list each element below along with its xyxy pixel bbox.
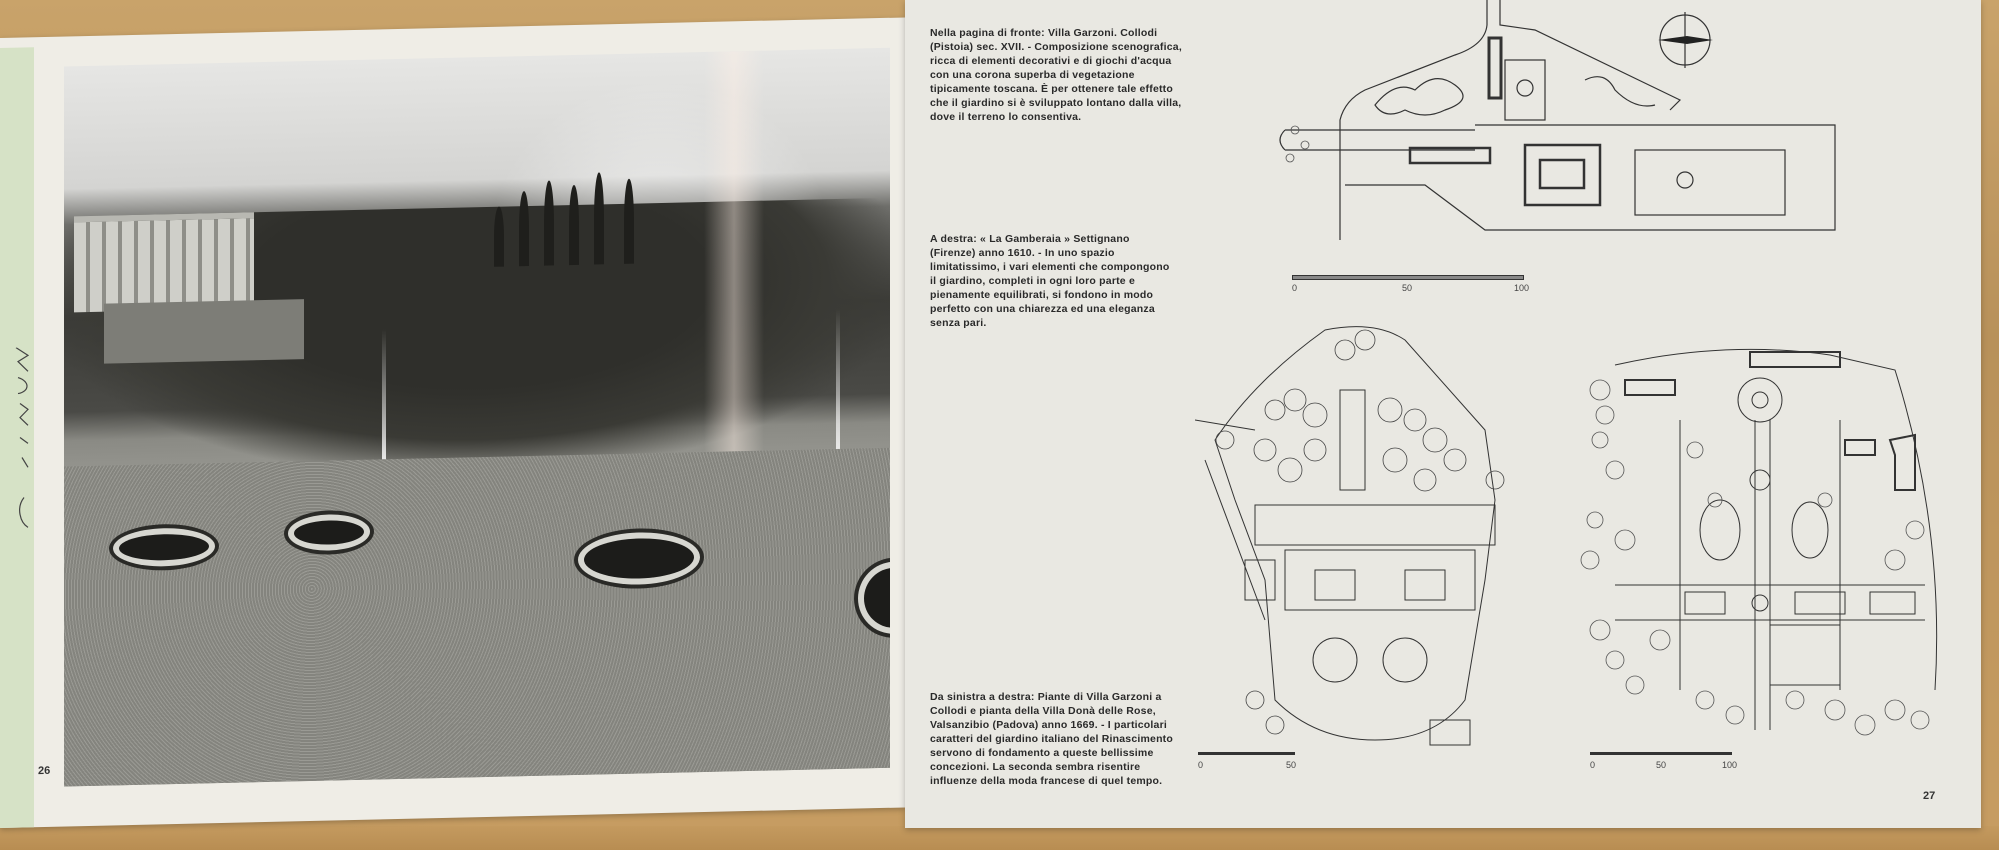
right-page: Nella pagina di fronte: Villa Garzoni. C… bbox=[905, 0, 1981, 828]
cypress-tree bbox=[624, 178, 634, 264]
garden-photograph bbox=[64, 47, 890, 787]
left-page: 26 bbox=[0, 17, 905, 829]
lower-houses bbox=[104, 299, 304, 364]
plan-villa-garzoni bbox=[1195, 326, 1505, 746]
page-number-right: 27 bbox=[1923, 790, 1936, 802]
plan-gamberaia bbox=[1279, 0, 1836, 240]
cypress-tree bbox=[594, 172, 604, 265]
caption-villa-garzoni: Nella pagina di fronte: Villa Garzoni. C… bbox=[930, 27, 1182, 123]
fountain-jet bbox=[836, 308, 840, 460]
wood-table-edge bbox=[0, 826, 1999, 850]
caption-plans: Da sinistra a destra: Piante di Villa Ga… bbox=[930, 691, 1173, 787]
handwritten-signature-icon bbox=[15, 347, 30, 528]
cypress-tree bbox=[494, 206, 504, 267]
plan-villa-dona-delle-rose bbox=[1580, 348, 1938, 736]
villa-building bbox=[74, 212, 254, 313]
cypress-tree bbox=[519, 190, 529, 267]
cypress-tree bbox=[544, 180, 554, 266]
caption-gamberaia: A destra: « La Gamberaia » Settignano (F… bbox=[930, 233, 1170, 329]
cypress-tree bbox=[569, 184, 579, 266]
fountain-jet bbox=[382, 329, 386, 460]
gravel-parterre bbox=[64, 447, 890, 787]
page-number-left: 26 bbox=[38, 764, 51, 778]
